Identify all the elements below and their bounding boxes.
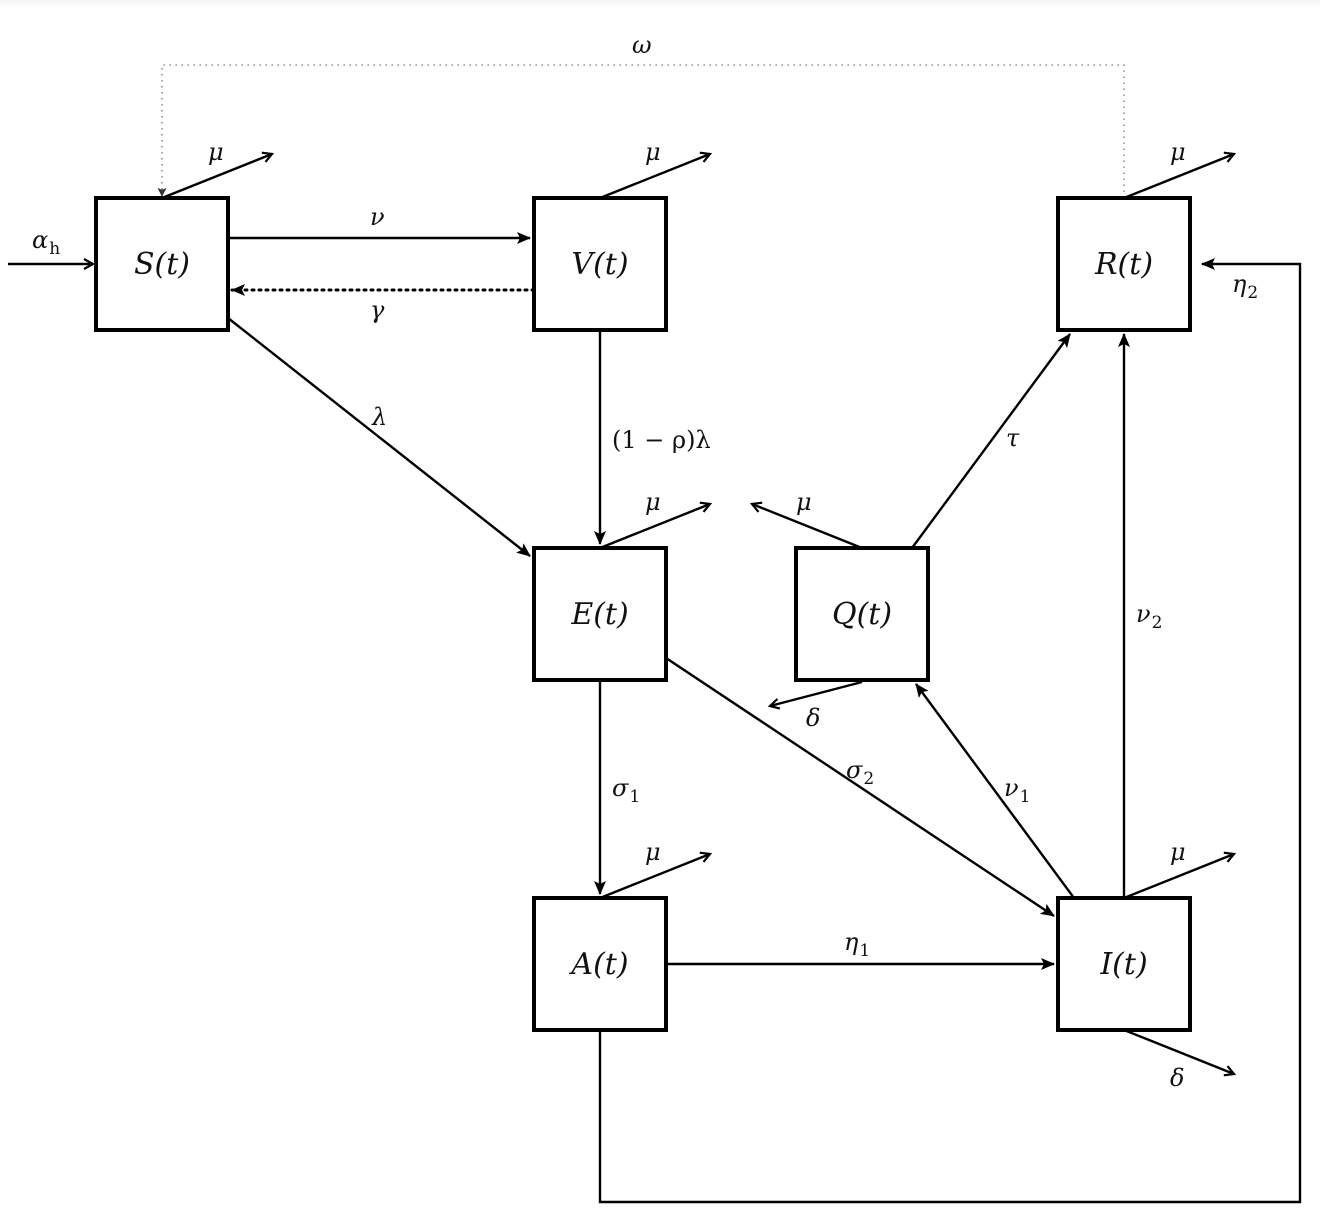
edge-label-subscript: 2 xyxy=(863,769,874,789)
compartment-label: A(t) xyxy=(568,947,628,982)
edge-label-symbol: λ xyxy=(371,403,387,431)
nodes-layer: S(t) V(t) R(t) E(t) Q(t) A(t) I(t) xyxy=(94,196,1192,1032)
edge-label-I-delta: δ xyxy=(1170,1064,1184,1092)
edge-label-symbol: ν xyxy=(1136,600,1151,628)
edge-label-S-V: ν xyxy=(370,203,385,231)
edge-label-symbol: μ xyxy=(645,138,661,166)
edge-label-V-mu: μ xyxy=(645,138,661,166)
edge-label-symbol: μ xyxy=(1170,138,1186,166)
edge-label-symbol: (1 − ρ)λ xyxy=(612,426,711,454)
edge-Q-delta xyxy=(770,680,863,706)
edge-label-subscript: h xyxy=(49,239,60,259)
compartment-label: V(t) xyxy=(571,247,628,282)
edge-label-V-S: γ xyxy=(370,296,385,324)
edge-label-symbol: ν xyxy=(1004,774,1019,802)
edge-label-symbol: δ xyxy=(806,704,820,732)
edge-R-S xyxy=(157,64,1125,198)
compartment-box xyxy=(532,196,668,332)
edge-label-A-R: η2 xyxy=(1232,270,1258,303)
edge-label-I-Q: ν1 xyxy=(1004,774,1030,807)
edge-label-symbol: ω xyxy=(632,31,652,59)
edge-label-subscript: 1 xyxy=(859,941,870,961)
edge-label-subscript: 1 xyxy=(1020,787,1031,807)
compartment-E: E(t) xyxy=(532,546,668,682)
edge-label-symbol: η xyxy=(1232,270,1247,298)
edge-label-subscript: 2 xyxy=(1152,613,1163,633)
edge-label-symbol: δ xyxy=(1170,1064,1184,1092)
edge-label-symbol: η xyxy=(844,928,859,956)
compartment-box xyxy=(94,196,230,332)
edge-label-R-mu: μ xyxy=(1170,138,1186,166)
edge-Q-R xyxy=(911,333,1071,549)
edge-A-mu xyxy=(599,854,710,900)
compartment-box xyxy=(1056,896,1192,1032)
edge-label-Q-R: τ xyxy=(1006,424,1020,452)
top-edge-shading xyxy=(0,0,1320,8)
compartment-box xyxy=(532,546,668,682)
edge-label-A-mu: μ xyxy=(645,838,661,866)
edge-label-symbol: σ xyxy=(612,774,629,802)
edge-label-S-E: λ xyxy=(371,403,387,431)
compartment-label: R(t) xyxy=(1094,247,1153,282)
edge-S-E xyxy=(227,317,531,557)
edge-label-symbol: τ xyxy=(1006,424,1020,452)
edge-label-E-I: σ2 xyxy=(846,756,874,789)
compartment-Q: Q(t) xyxy=(794,546,930,682)
edge-I-Q xyxy=(915,683,1075,899)
edge-label-R-S: ω xyxy=(632,31,652,59)
edge-label-symbol: σ xyxy=(846,756,863,784)
edge-label-symbol: μ xyxy=(645,838,661,866)
compartment-R: R(t) xyxy=(1056,196,1192,332)
edges-layer xyxy=(8,64,1302,1204)
edge-label-symbol: γ xyxy=(370,296,385,324)
edge-A-R xyxy=(598,258,1302,1204)
compartment-A: A(t) xyxy=(532,896,668,1032)
edge-label-symbol: μ xyxy=(1170,838,1186,866)
edge-label-subscript: 2 xyxy=(1247,283,1258,303)
edge-V-mu xyxy=(599,154,710,200)
edge-label-symbol: ν xyxy=(370,203,385,231)
edge-label-I-R: ν2 xyxy=(1136,600,1162,633)
edge-Q-mu xyxy=(752,504,863,550)
edge-label-Q-delta: δ xyxy=(806,704,820,732)
edge-label-E-A: σ1 xyxy=(612,774,640,807)
edge-S-mu xyxy=(161,154,272,200)
edge-E-mu xyxy=(599,504,710,550)
edge-label-subscript: 1 xyxy=(629,787,640,807)
compartment-S: S(t) xyxy=(94,196,230,332)
edge-I-mu xyxy=(1123,854,1234,900)
compartment-I: I(t) xyxy=(1056,896,1192,1032)
edge-label-Q-mu: μ xyxy=(796,488,812,516)
edge-label-symbol: μ xyxy=(645,488,661,516)
edge-label-symbol: μ xyxy=(796,488,812,516)
edge-label-S-mu: μ xyxy=(208,138,224,166)
compartment-label: E(t) xyxy=(570,597,628,632)
edge-E-I xyxy=(665,657,1055,917)
edge-label-symbol: μ xyxy=(208,138,224,166)
edge-label-E-mu: μ xyxy=(645,488,661,516)
compartment-label: S(t) xyxy=(134,247,190,282)
edge-label-symbol: α xyxy=(32,226,48,254)
compartment-box xyxy=(794,546,930,682)
edge-I-delta xyxy=(1123,1028,1234,1074)
compartment-label: I(t) xyxy=(1099,947,1147,982)
edge-label-V-E: (1 − ρ)λ xyxy=(612,426,711,454)
compartment-box xyxy=(1056,196,1192,332)
compartment-V: V(t) xyxy=(532,196,668,332)
edge-label-I-mu: μ xyxy=(1170,838,1186,866)
edge-label-A-I: η1 xyxy=(844,928,870,961)
compartment-label: Q(t) xyxy=(832,597,892,632)
edge-R-mu xyxy=(1123,154,1234,200)
edge-label-recruitment: αh xyxy=(32,226,60,259)
compartment-box xyxy=(532,896,668,1032)
